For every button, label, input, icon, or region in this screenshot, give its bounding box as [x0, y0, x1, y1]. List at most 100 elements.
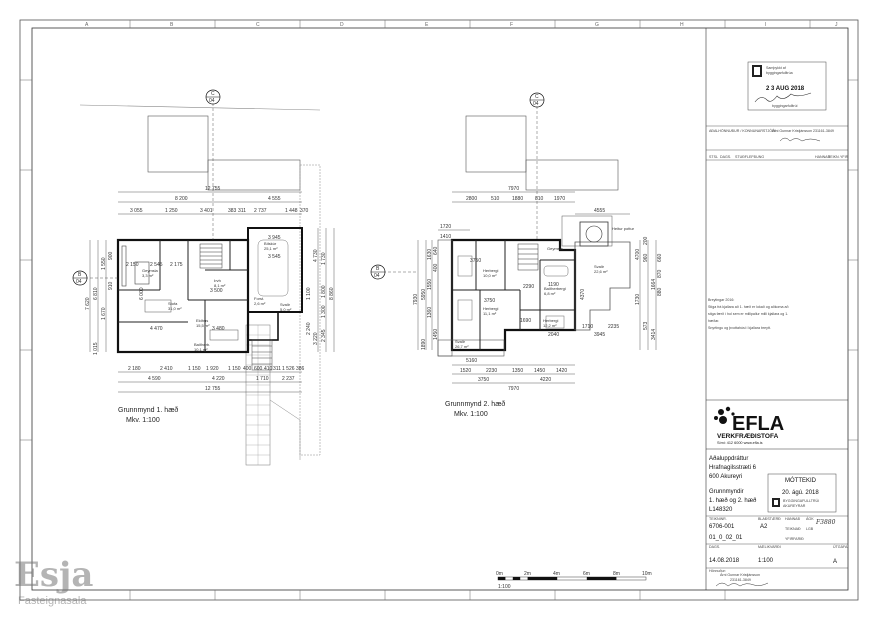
- dimension-label: 5160: [466, 358, 477, 364]
- room-area: 10,0 m²: [483, 273, 497, 278]
- rev-header: DAGS.: [720, 155, 731, 159]
- dimension-label: 1880: [512, 196, 523, 202]
- stamp-label: Samþykkt af: [766, 66, 786, 70]
- neighbor-building: [465, 115, 527, 173]
- field-label: TEIKNINR.: [709, 517, 727, 521]
- dimension-label: 6 000: [139, 287, 145, 300]
- interior-walls: [452, 240, 575, 350]
- dimension-label: 410: [264, 366, 273, 372]
- dimension-label: 4 555: [268, 196, 281, 202]
- room-area: 5,0 m²: [280, 307, 292, 312]
- room-name: Bílskúr: [264, 241, 277, 246]
- field-label: ÚTGÁFA: [833, 544, 848, 549]
- dimension-lines-bottom: [118, 371, 302, 393]
- stair-symbol: [517, 243, 539, 271]
- stair-symbol: [199, 243, 223, 269]
- dining-table: [144, 299, 172, 313]
- scale-label: 1:100: [498, 584, 511, 590]
- rev-header: YFIR: [840, 155, 849, 159]
- field-label: TEIKNAÐ: [785, 527, 801, 531]
- dimension-label: 1720: [440, 224, 451, 230]
- dimension-label: 386: [296, 366, 305, 372]
- dimension-label: 1450: [534, 368, 545, 374]
- stamp-label: byggingarfulltrúa: [766, 71, 793, 75]
- dimension-label: 960: [643, 253, 649, 262]
- site-boundary-line: [79, 104, 321, 111]
- bed: [545, 315, 565, 329]
- grid-letter: D: [340, 22, 344, 28]
- dimension-label: 4 730: [313, 249, 319, 262]
- sheet-size: A2: [760, 524, 768, 530]
- project-city: 600 Akureyri: [709, 474, 742, 480]
- grid-letter: B: [170, 22, 174, 28]
- received-title: MÓTTEKID: [785, 477, 817, 484]
- car-symbol: [257, 239, 289, 297]
- received-logo-icon: [772, 498, 780, 507]
- dimension-label: 1 550: [101, 257, 107, 270]
- dimension-label: 1 526: [282, 366, 295, 372]
- hot-tub-basin: [585, 225, 603, 243]
- field-label: DAGS.: [709, 545, 720, 549]
- dimension-label: 810: [535, 196, 544, 202]
- dimension-label: 1350: [512, 368, 523, 374]
- section-letter: B: [78, 272, 82, 278]
- dimension-label: 3 401: [200, 208, 213, 214]
- designer-label: AÐALHÖNNUÐUR / KONNUNARSTJÓRI: [709, 128, 776, 133]
- dimension-label: 3 480: [212, 326, 225, 332]
- watermark-name: Esja: [14, 555, 93, 595]
- section-letter: B: [376, 266, 380, 272]
- efla-logo-icon: [714, 406, 735, 424]
- dimension-label: 7930: [413, 294, 419, 305]
- dimension-label: 4555: [594, 208, 605, 214]
- signature-id: 231161-3849: [730, 578, 751, 582]
- designer-name: Árni Gunnar Kristjánsson 231161-3849: [772, 129, 834, 133]
- floor-plan-2: 7970 2800 510 1880 810 1970 4555 1720 14…: [370, 92, 663, 418]
- left-balcony-bottom: [437, 339, 505, 357]
- dimension-label: 7970: [508, 186, 519, 192]
- stamp-logo-icon: [752, 65, 762, 77]
- room-name: Heitur pottur: [612, 226, 635, 231]
- section-marker-b: B 04: [370, 264, 418, 280]
- project-title: Aðaluppdráttur: [709, 455, 748, 462]
- dimension-label: 12 755: [205, 186, 221, 192]
- dimension-label: 7970: [508, 386, 519, 392]
- dimension-label: 870: [657, 269, 663, 278]
- dimension-label: 1 710: [256, 376, 269, 382]
- kitchen-counter: [121, 245, 127, 287]
- dimension-label: 880: [657, 287, 663, 296]
- dimension-label: 4370: [580, 289, 586, 300]
- received-date: 20. ágú. 2018: [782, 490, 819, 496]
- dimension-label: 1 670: [101, 307, 107, 320]
- room-name: Herbergi: [543, 318, 558, 323]
- room-name: Geymsla: [547, 246, 564, 251]
- dimension-label: 1664: [651, 279, 657, 290]
- dimension-label: 510: [491, 196, 500, 202]
- rev-header: TEIKN.: [828, 155, 840, 159]
- room-area: 15,5 m²: [196, 323, 210, 328]
- room-name: Baðherbergi: [544, 286, 566, 291]
- dimension-label: 370: [300, 208, 309, 214]
- dimension-label: 1 015: [93, 342, 99, 355]
- dimension-label: 200: [643, 236, 649, 245]
- section-marker-b: B 04: [72, 270, 118, 286]
- dimension-label: 7 620: [85, 297, 91, 310]
- dimension-label: 383: [228, 208, 237, 214]
- dimension-label: 3945: [594, 332, 605, 338]
- watermark: Esja Fasteignasala: [14, 555, 93, 607]
- dimension-label: 4700: [635, 249, 641, 260]
- section-sheet: 04: [76, 279, 82, 285]
- dimension-label: 2 237: [282, 376, 295, 382]
- field-label: MÆLIKVARÐI: [758, 545, 781, 549]
- dimension-lines-top: [118, 191, 302, 215]
- room-name: Svalir: [594, 264, 605, 269]
- dimension-label: 4 470: [150, 326, 163, 332]
- dimension-label: 1 730: [321, 252, 327, 265]
- received-handwritten: F3880: [815, 519, 836, 526]
- dimension-label: 3 055: [130, 208, 143, 214]
- section-letter: C: [535, 94, 539, 100]
- interior-walls: [118, 240, 248, 352]
- room-area: 8,1 m²: [214, 283, 226, 288]
- dimension-label: 1 448: [285, 208, 298, 214]
- dimension-label: 2230: [486, 368, 497, 374]
- room-name: Forst.: [254, 296, 264, 301]
